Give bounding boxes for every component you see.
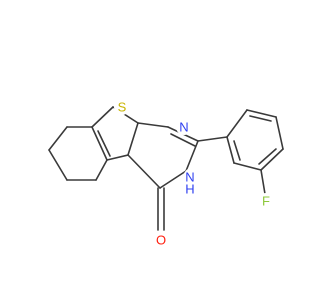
bond (170, 133, 196, 147)
molecule-drawing: S N N H O F (48, 99, 284, 248)
bond (197, 136, 228, 142)
bond (127, 154, 161, 189)
atom-label-nh-h: H (185, 182, 194, 197)
bond (246, 109, 277, 118)
atom-label-o: O (156, 233, 166, 248)
bond (48, 126, 68, 151)
atom-label-s: S (118, 100, 127, 115)
atom-fluorine: F (258, 193, 274, 209)
bond (106, 154, 129, 161)
bond (95, 159, 108, 181)
bond (249, 115, 272, 122)
atom-nitrogen-1: N (176, 119, 192, 135)
bond (137, 122, 169, 128)
bond (226, 109, 248, 138)
structure-canvas: S N N H O F (48, 99, 284, 248)
atom-nitrogen-h: N H (183, 167, 205, 197)
bond (185, 140, 199, 172)
bond (159, 170, 187, 189)
atom-sulfur: S (114, 99, 130, 115)
bond (91, 126, 108, 161)
atom-label-f: F (262, 194, 270, 209)
bond (127, 122, 139, 156)
bond (226, 136, 235, 164)
bond (233, 140, 241, 161)
bond (275, 116, 284, 150)
bond (48, 149, 68, 181)
atom-oxygen: O (153, 232, 169, 248)
bond (233, 162, 262, 171)
atom-label-nh-n: N (185, 170, 194, 185)
bond (260, 148, 284, 171)
atom-labels: S N N H O F (114, 99, 274, 248)
bond (91, 106, 114, 128)
bonds (48, 106, 284, 231)
bond (258, 148, 277, 165)
bond (97, 130, 111, 157)
atom-label-n: N (179, 120, 188, 135)
